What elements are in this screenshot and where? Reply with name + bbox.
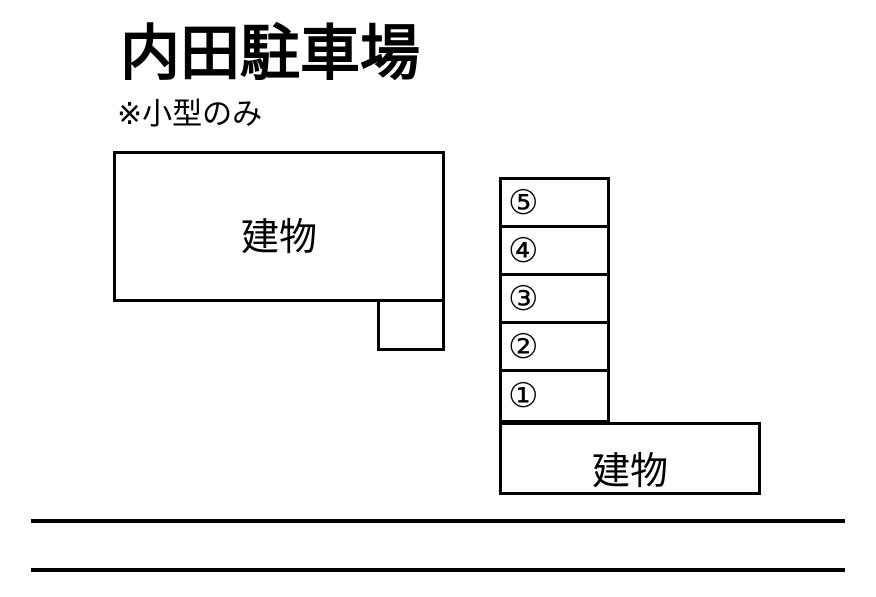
page-subtitle-note: ※小型のみ	[117, 98, 263, 131]
parking-stall-3-number: ③	[508, 278, 539, 319]
building-left-label: 建物	[240, 217, 317, 259]
building-left: 建物	[113, 151, 445, 302]
building-left-annex-top-edge	[377, 299, 445, 302]
parking-stall-2-number: ②	[508, 326, 539, 367]
parking-stall-1[interactable]: ①	[502, 372, 607, 420]
parking-stall-5-number: ⑤	[508, 182, 539, 223]
road-line-upper	[31, 519, 845, 523]
parking-stall-4[interactable]: ④	[502, 228, 607, 276]
building-lower-label: 建物	[591, 451, 668, 493]
building-lower: 建物	[499, 422, 761, 495]
parking-stall-3[interactable]: ③	[502, 276, 607, 324]
road-line-lower	[31, 568, 845, 572]
parking-stall-4-number: ④	[508, 230, 539, 271]
building-left-annex	[377, 299, 445, 351]
parking-stall-5[interactable]: ⑤	[502, 180, 607, 228]
parking-stall-strip: ⑤ ④ ③ ② ①	[499, 177, 610, 423]
parking-stall-2[interactable]: ②	[502, 324, 607, 372]
page-title: 内田駐車場	[120, 20, 420, 87]
parking-stall-1-number: ①	[508, 376, 539, 416]
